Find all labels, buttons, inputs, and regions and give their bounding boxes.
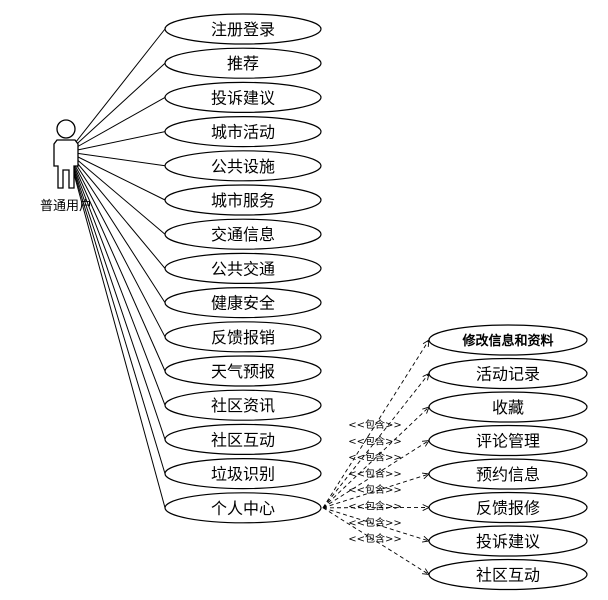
sub-use-case-label: 预约信息 [476, 465, 540, 484]
use-case-ellipse[interactable] [164, 287, 322, 319]
use-case-ellipse[interactable] [164, 218, 322, 250]
sub-use-case-label: 社区互动 [476, 566, 540, 585]
actor-head [56, 119, 76, 139]
use-case-ellipse[interactable] [164, 184, 322, 216]
use-case-label: 城市服务 [211, 191, 275, 210]
include-lines [322, 339, 431, 576]
use-case-ellipse[interactable] [164, 150, 322, 182]
use-case-label: 个人中心 [211, 499, 275, 518]
association-line [67, 62, 166, 153]
use-case-ellipse[interactable] [164, 81, 322, 114]
include-line [322, 507, 430, 542]
use-case-ellipse[interactable] [164, 47, 322, 79]
use-case-label: 社区互动 [211, 430, 275, 449]
use-case-label: 公共交通 [211, 259, 275, 278]
include-arrowhead [421, 439, 430, 447]
sub-use-case-ellipse[interactable] [428, 424, 588, 457]
use-case-label: 反馈报销 [211, 328, 275, 347]
include-stereotype-label: <<包含>> [348, 483, 402, 496]
use-case-ellipse[interactable] [164, 458, 322, 490]
actor-label: 普通用户 [40, 198, 92, 214]
association-line [67, 151, 166, 474]
include-arrowhead [422, 535, 430, 543]
include-arrowhead [421, 568, 430, 576]
sub-use-case-label: 修改信息和资料 [461, 333, 553, 349]
actor-figure: 普通用户 [40, 119, 92, 214]
include-line [322, 406, 430, 509]
use-case-label: 天气预报 [211, 362, 275, 381]
use-case-ellipse[interactable] [164, 492, 322, 524]
association-line [67, 151, 166, 508]
association-line [67, 151, 166, 406]
sub-use-case-ellipse[interactable] [428, 324, 588, 356]
association-lines [67, 28, 166, 508]
use-case-label: 交通信息 [211, 225, 275, 244]
sub-use-case-ellipse[interactable] [428, 391, 588, 423]
association-line [67, 151, 166, 269]
sub-use-case-label: 投诉建议 [476, 532, 540, 551]
sub-use-case-ellipse[interactable] [428, 357, 588, 390]
sub-use-case-ellipse[interactable] [428, 491, 588, 524]
association-line [67, 151, 166, 338]
include-stereotype-label: <<包含>> [348, 467, 402, 480]
include-line [322, 473, 430, 509]
use-case-label: 公共设施 [211, 157, 275, 176]
association-line [67, 151, 166, 201]
sub-use-case-label: 活动记录 [476, 365, 540, 384]
use-case-ellipse[interactable] [164, 355, 322, 387]
sub-use-case-ellipse[interactable] [428, 525, 588, 557]
use-case-label: 社区资讯 [211, 396, 275, 415]
sub-use-case-ellipse[interactable] [428, 458, 588, 490]
use-case-label: 注册登录 [211, 20, 275, 39]
include-label-group: <<包含>> <<包含>> <<包含>> <<包含>> <<包含>> <<包含>> <<包含… [348, 418, 402, 545]
sub-use-case-label: 收藏 [492, 398, 524, 417]
association-line [67, 151, 166, 303]
sub-use-case-label: 评论管理 [476, 432, 540, 451]
association-line [67, 151, 166, 372]
include-line [322, 339, 430, 509]
use-case-group: 注册登录推荐投诉建议城市活动公共设施城市服务交通信息公共交通健康安全反馈报销天气… [164, 13, 322, 524]
association-line [67, 151, 166, 235]
include-stereotype-label: <<包含>> [348, 451, 402, 464]
include-line [322, 373, 430, 509]
association-line [67, 131, 166, 153]
use-case-label: 城市活动 [211, 123, 275, 142]
include-stereotype-label: <<包含>> [348, 532, 402, 545]
association-line [67, 151, 166, 440]
association-line [67, 28, 166, 153]
use-case-ellipse[interactable] [164, 423, 322, 455]
association-line [67, 96, 166, 153]
include-stereotype-label: <<包含>> [348, 516, 402, 529]
sub-use-case-ellipse[interactable] [428, 558, 588, 591]
include-stereotype-label: <<包含>> [348, 418, 402, 431]
use-case-label: 推荐 [227, 54, 259, 73]
use-case-ellipse[interactable] [164, 116, 322, 148]
use-case-ellipse[interactable] [164, 13, 322, 45]
use-case-ellipse[interactable] [164, 389, 322, 421]
use-case-label: 投诉建议 [211, 88, 275, 107]
include-stereotype-label: <<包含>> [348, 500, 402, 513]
use-case-label: 健康安全 [211, 294, 275, 313]
include-stereotype-label: <<包含>> [348, 434, 402, 447]
association-line [67, 151, 166, 167]
use-case-label: 垃圾识别 [211, 465, 275, 484]
use-case-ellipse[interactable] [164, 321, 322, 353]
sub-use-case-label: 反馈报修 [476, 499, 540, 518]
actor-body [53, 139, 79, 189]
include-arrowhead [422, 339, 430, 348]
use-case-ellipse[interactable] [164, 252, 322, 284]
